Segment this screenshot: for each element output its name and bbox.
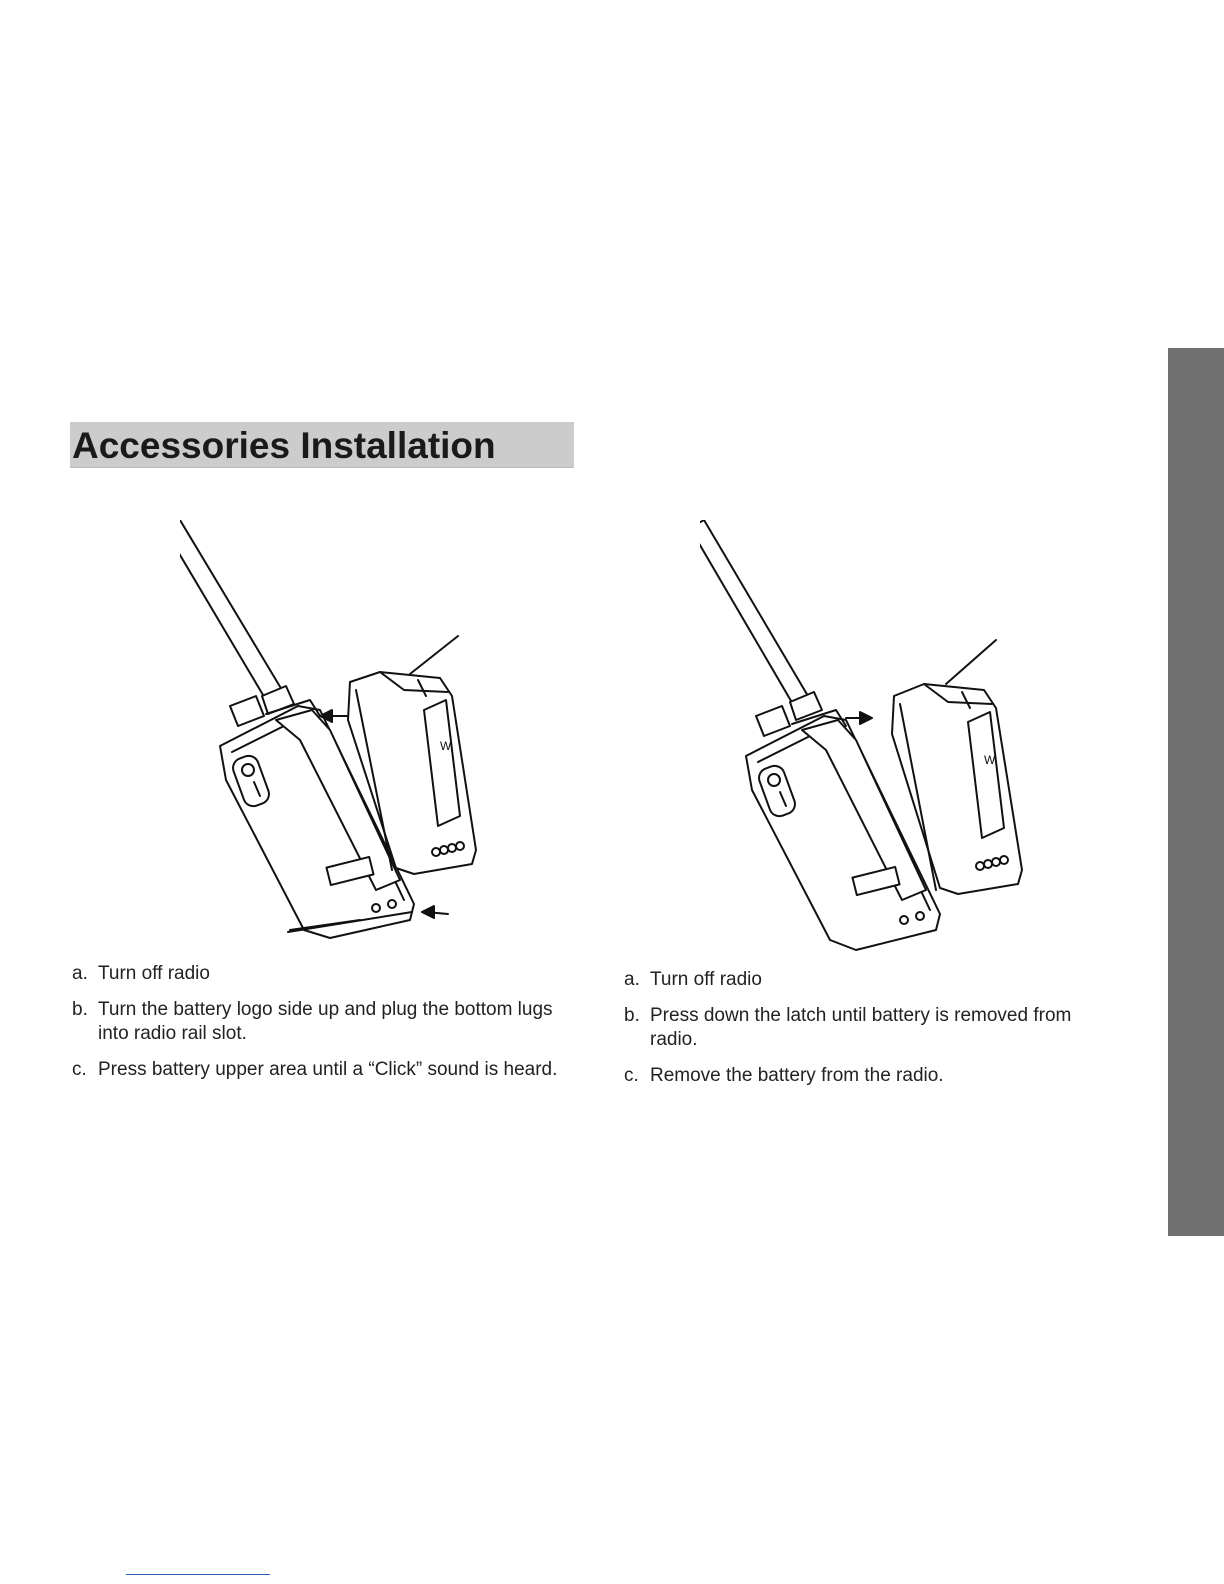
list-item: b. Press down the latch until battery is…	[624, 1004, 1124, 1052]
list-item: c. Remove the battery from the radio.	[624, 1064, 1124, 1088]
step-letter: a.	[624, 969, 640, 990]
list-item: a. Turn off radio	[624, 968, 1124, 992]
step-letter: b.	[72, 999, 88, 1020]
install-steps-list: a. Turn off radio b. Turn the battery lo…	[72, 962, 572, 1094]
list-item: c. Press battery upper area until a “Cli…	[72, 1058, 572, 1082]
step-text: Remove the battery from the radio.	[650, 1065, 944, 1086]
list-item: b. Turn the battery logo side up and plu…	[72, 998, 572, 1046]
section-title: Accessories Installation	[70, 422, 574, 468]
svg-text:W: W	[984, 753, 996, 767]
step-letter: c.	[72, 1059, 87, 1080]
radio-body	[219, 705, 415, 939]
remove-steps-list: a. Turn off radio b. Press down the latc…	[624, 968, 1124, 1100]
step-letter: a.	[72, 963, 88, 984]
step-letter: c.	[624, 1065, 639, 1086]
step-text: Turn off radio	[98, 963, 210, 984]
step-text: Turn off radio	[650, 969, 762, 990]
list-item: a. Turn off radio	[72, 962, 572, 986]
side-tab	[1168, 348, 1224, 1236]
antenna	[180, 520, 283, 701]
step-text: Turn the battery logo side up and plug t…	[98, 999, 553, 1044]
battery-install-illustration: W	[180, 520, 477, 939]
battery-remove-illustration: W	[700, 520, 1023, 951]
step-text: Press battery upper area until a “Click”…	[98, 1059, 558, 1080]
step-letter: b.	[624, 1005, 640, 1026]
svg-text:W: W	[440, 739, 452, 753]
step-text: Press down the latch until battery is re…	[650, 1005, 1072, 1050]
footer-link-underline	[126, 1574, 270, 1575]
